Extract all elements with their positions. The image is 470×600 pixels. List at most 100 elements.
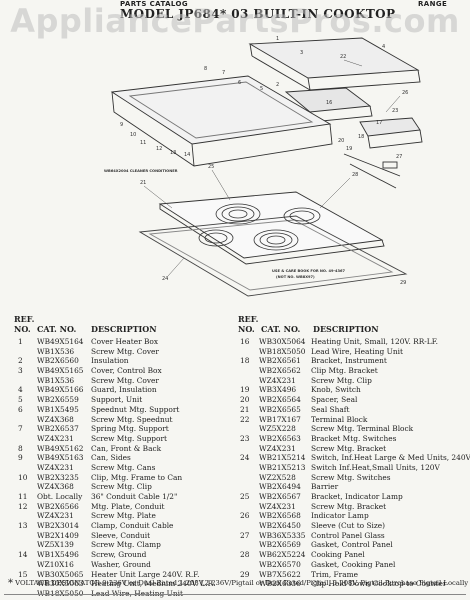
cleaner-note-line: WB64X2004 CLEANER CONDITIONER	[104, 169, 178, 173]
part-catalog-number: WB2X6564	[259, 395, 301, 405]
part-catalog-number: WB1X536	[37, 375, 75, 385]
exploded-parts-diagram: 21 25 28 24 22 26 29 27 9 10 11 12 13 14…	[104, 36, 423, 297]
right-table-header: REF. NO. CAT. NO. DESCRIPTION	[238, 314, 468, 340]
cooking-panel	[158, 191, 384, 259]
callout: 29	[400, 280, 406, 286]
part-description: Knob, Switch	[311, 385, 361, 395]
part-description: Spring Mtg. Support	[91, 424, 169, 434]
part-description: Switch Inf.Heat,Small Units, 120V	[311, 462, 440, 472]
callout: 24	[162, 276, 168, 282]
part-catalog-number: WB62X5224	[259, 550, 306, 560]
part-description: Heating Unit, Small, 120V. RR-LF.	[311, 337, 439, 346]
part-catalog-number: WB2X6565	[259, 404, 301, 414]
part-catalog-number: WZ4X231	[37, 462, 74, 472]
use-care-note: USE & CARE BOOK FOR NO. 49-4367	[272, 269, 345, 273]
watermark: AppliancePartsPros.com	[10, 2, 460, 40]
range-label: RANGE	[418, 0, 448, 8]
part-ref-number: 21	[240, 404, 250, 414]
callout: 11	[140, 140, 146, 146]
callout: 7	[222, 70, 225, 76]
part-description: Can, Sides	[91, 453, 131, 463]
part-catalog-number: WB2X6568	[259, 511, 301, 521]
part-description: Sleeve (Cut to Size)	[311, 521, 386, 531]
part-catalog-number: WB49X5163	[37, 453, 84, 463]
parts-row: WZ5X228 Screw Mtg. Terminal Block	[240, 424, 468, 434]
part-description: Bracket, Instrument	[311, 356, 387, 366]
part-catalog-number: WB2X6570	[259, 559, 301, 569]
part-description: Clip, Mtg. Frame to Can	[91, 472, 183, 482]
part-description: Barrier	[311, 482, 339, 492]
ref-header: REF.	[14, 314, 35, 324]
part-description: Gasket, Control Panel	[311, 540, 393, 550]
part-catalog-number: WZ2X528	[259, 472, 296, 482]
part-catalog-number: WB2X6561	[259, 356, 301, 366]
part-description: Screw Mtg. Support	[91, 433, 167, 443]
part-catalog-number: WB2X6560	[37, 356, 79, 366]
callout: 9	[120, 122, 123, 128]
part-catalog-number: WZ4X231	[259, 375, 296, 385]
part-catalog-number: WB2X6336	[259, 579, 301, 589]
part-description: Clip Mtg. Bracket	[311, 366, 378, 376]
heating-unit-lf	[253, 229, 299, 251]
callout: 13	[170, 150, 176, 156]
callout: 23	[392, 108, 398, 114]
callout: 14	[184, 152, 190, 158]
part-catalog-number: WB2X3235	[37, 472, 79, 482]
part-description: Screw Mtg. Cover	[91, 346, 159, 356]
part-ref-number: 18	[240, 356, 250, 366]
part-catalog-number: WB21X5214	[259, 453, 306, 463]
part-catalog-number: WB2X1409	[37, 530, 79, 540]
part-catalog-number: WZ5X228	[259, 424, 296, 434]
part-catalog-number: WB18X5050	[37, 588, 84, 598]
part-description: Bracket, Indicator Lamp	[311, 492, 403, 501]
part-description: Terminal Block	[311, 414, 368, 424]
ref-header: REF.	[238, 314, 259, 324]
no-header: NO.	[238, 324, 255, 334]
part-catalog-number: WB30X5064	[259, 337, 306, 346]
heating-unit-rf	[283, 207, 321, 225]
callout: 6	[238, 80, 241, 86]
part-ref-number: 1	[18, 337, 23, 346]
part-catalog-number: WB30X5065	[37, 569, 84, 579]
part-description: Screw Mtg. Bracket	[311, 443, 387, 453]
callout: 18	[358, 134, 364, 140]
part-ref-number: 8	[18, 443, 23, 453]
parts-row: 18 WB2X6561 Bracket, Instrument	[240, 356, 468, 366]
part-ref-number: 26	[240, 511, 250, 521]
part-description: Can, Front & Back	[91, 443, 162, 453]
part-description: Mtg. Plate, Conduit	[91, 501, 165, 511]
part-description: Screw Mtg. Terminal Block	[311, 424, 414, 434]
part-ref-number: 16	[240, 337, 250, 346]
callout: 12	[156, 146, 162, 152]
callout: 16	[326, 100, 332, 106]
part-ref-number: 22	[240, 414, 250, 424]
callout: 22	[340, 54, 346, 60]
part-ref-number: 4	[18, 385, 23, 395]
part-description: Bracket Mtg. Switches	[311, 433, 397, 443]
bottom-rule	[4, 594, 466, 595]
part-catalog-number: WB17X167	[259, 414, 301, 424]
part-description: Trim, Frame	[311, 569, 358, 579]
callout: 27	[396, 154, 402, 160]
page-title: MODEL JP684* 03 BUILT-IN COOKTOP	[120, 7, 396, 21]
part-description: Screw Mtg. Bracket	[311, 501, 387, 511]
